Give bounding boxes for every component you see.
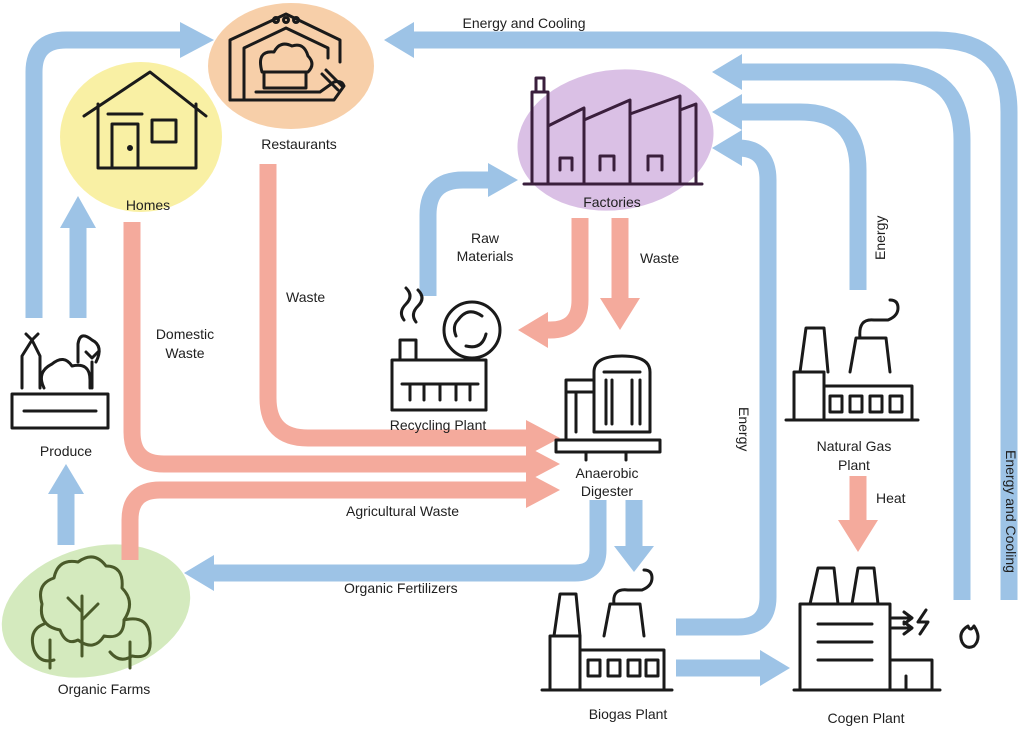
label-raw: Raw [470,230,500,246]
biogas-plant-icon [540,568,674,692]
label-energy-cooling-right: Energy and Cooling [1003,450,1019,573]
label-domestic: Domestic [155,326,215,342]
label-waste-domestic: Waste [165,345,205,361]
tree-icon [30,555,152,670]
label-organic-farms: Organic Farms [57,681,151,697]
factory-icon [522,76,704,186]
label-materials: Materials [456,248,514,264]
arrowhead-cogen [760,650,790,686]
label-agricultural-waste: Agricultural Waste [346,503,460,519]
arrowhead-homes [60,196,96,228]
label-natural-gas: Natural Gas [816,438,892,454]
arrowhead-energy-cooling-top [384,22,414,58]
label-waste-factories: Waste [640,250,680,266]
flow-energy-cooling-outer [412,31,1018,600]
restaurant-icon [228,12,346,102]
label-plant: Plant [838,457,870,473]
label-restaurants: Restaurants [261,136,337,152]
label-energy-biogas: Energy [736,407,752,452]
label-organic-fertilizers: Organic Fertilizers [344,580,458,596]
label-cogen-plant: Cogen Plant [827,710,905,726]
recycling-plant-icon [390,286,502,412]
arrowhead-agricultural-waste [526,472,560,508]
arrowhead-produce [48,464,84,494]
label-factories: Factories [583,194,641,210]
flow-agricultural-waste [121,481,528,560]
arrowhead-raw-materials [488,163,518,197]
flow-biogas-energy [676,139,777,636]
label-anaerobic: Anaerobic [575,465,639,481]
flow-factory-waste-recycling [541,218,589,339]
arrowhead-energy-cooling-inner [712,54,742,90]
label-recycling-plant: Recycling Plant [389,417,487,433]
flow-energy-cooling-inner [740,63,971,600]
label-produce: Produce [39,443,93,459]
arrowhead-biogas [614,546,654,572]
natural-gas-plant-icon [784,298,920,422]
produce-icon [10,332,110,430]
flow-raw-materials [419,171,490,296]
flow-produce-to-restaurants [25,31,182,318]
home-icon [82,70,208,170]
label-heat: Heat [876,490,906,506]
flow-domestic-waste [123,222,528,473]
label-homes: Homes [125,197,171,213]
flow-natural-gas-energy [740,103,867,290]
arrowhead-heat [838,520,878,552]
restaurants-highlight [208,3,374,129]
arrowhead-biogas-energy [712,130,742,166]
arrowhead-natural-gas-energy [712,94,742,130]
label-biogas-plant: Biogas Plant [588,706,668,722]
arrowhead-factory-digester [600,298,640,330]
arrowhead-fertilizers [184,555,214,591]
arrowhead-restaurant-waste [526,420,560,456]
label-energy-natural-gas: Energy [872,215,888,260]
arrowhead-restaurants [180,22,214,58]
label-digester: Digester [580,483,634,499]
flow-organic-fertilizers [212,500,607,582]
label-energy-cooling-top: Energy and Cooling [462,15,586,31]
cogen-plant-icon [792,566,980,692]
label-waste-restaurants: Waste [286,289,326,305]
arrowhead-factory-recycling [518,312,548,348]
digester-icon [554,354,662,462]
flow-restaurant-waste [259,164,528,447]
arrowhead-domestic-waste [526,446,560,482]
